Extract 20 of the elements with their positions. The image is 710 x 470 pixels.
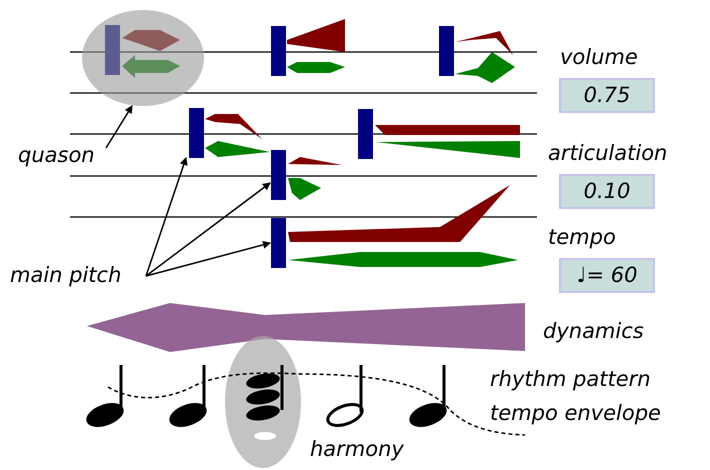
callout-label: quason [18, 143, 108, 167]
arrow [146, 240, 271, 277]
text-label: articulation [548, 143, 668, 164]
text-label: tempo envelope [490, 403, 661, 424]
pitch-bar [271, 150, 286, 200]
value-box: ♩= 60 [559, 258, 655, 293]
arrow [145, 157, 188, 276]
text-label: harmony [310, 439, 404, 460]
highlight-ellipse [82, 10, 204, 106]
callout-label: main pitch [10, 263, 145, 287]
text-label: tempo [548, 227, 616, 248]
arrow [105, 105, 133, 148]
text-label: rhythm pattern [490, 369, 651, 390]
value-box: 0.10 [559, 174, 655, 209]
pitch-bar [271, 218, 286, 268]
text-label: volume [560, 47, 638, 68]
pitch-bar [189, 108, 204, 158]
arrow [146, 182, 271, 277]
value-box: 0.75 [559, 78, 655, 113]
text-label: dynamics [543, 321, 644, 342]
